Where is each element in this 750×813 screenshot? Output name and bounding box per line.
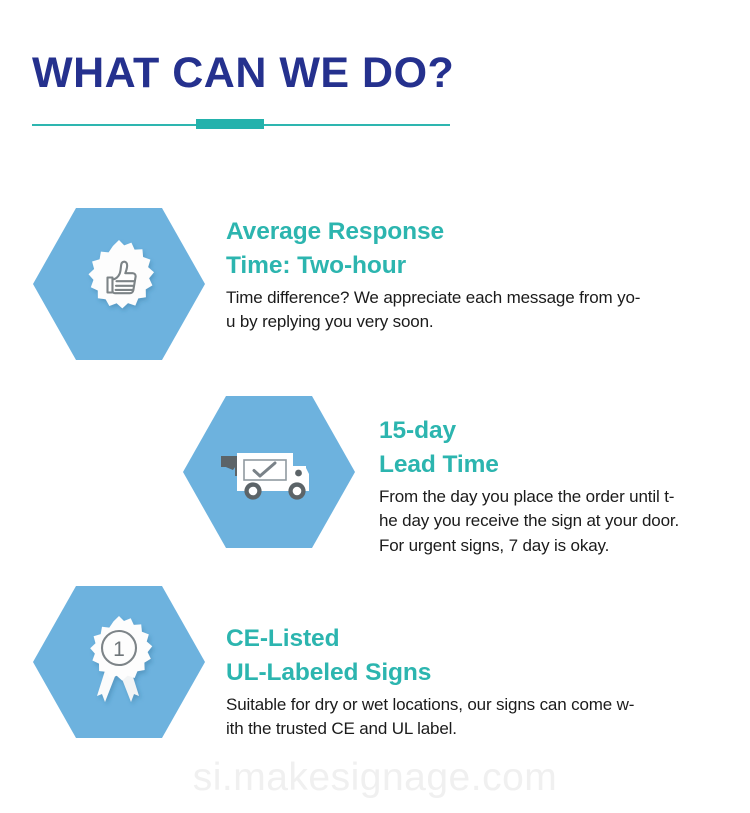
thumbs-up-badge-icon	[33, 208, 205, 360]
feature-body-1-line2: u by replying you very soon.	[226, 312, 434, 332]
feature-body-3-line2: ith the trusted CE and UL label.	[226, 719, 457, 739]
feature-heading-2: 15-day Lead Time	[379, 414, 749, 482]
feature-heading-2-line2: Lead Time	[379, 450, 499, 478]
title-divider	[32, 118, 450, 132]
feature-heading-3-line2: UL-Labeled Signs	[226, 658, 432, 686]
feature-text-2: 15-day Lead Time From the day you place …	[379, 414, 749, 558]
feature-text-1: Average Response Time: Two-hour Time dif…	[226, 215, 726, 335]
feature-body-2-line3: For urgent signs, 7 day is okay.	[379, 535, 610, 555]
feature-heading-1-line1: Average Response	[226, 218, 445, 245]
award-ribbon-icon: 1	[33, 586, 205, 738]
feature-body-2: From the day you place the order until t…	[379, 485, 749, 558]
feature-heading-1-line2: Time: Two-hour	[226, 251, 407, 279]
feature-body-1: Time difference? We appreciate each mess…	[226, 286, 726, 335]
hexagon-shape-2	[183, 396, 355, 548]
feature-body-3: Suitable for dry or wet locations, our s…	[226, 693, 736, 742]
feature-text-3: CE-Listed UL-Labeled Signs Suitable for …	[226, 622, 736, 742]
site-watermark: si.makesignage.com	[192, 756, 558, 799]
feature-body-2-line2: he day you receive the sign at your door…	[379, 511, 680, 531]
svg-text:1: 1	[113, 638, 125, 661]
feature-body-1-line1: Time difference? We appreciate each mess…	[226, 287, 641, 307]
feature-body-2-line1: From the day you place the order until t…	[379, 486, 675, 506]
divider-accent-bar	[196, 119, 264, 129]
delivery-truck-icon	[183, 396, 355, 548]
page-title: WHAT CAN WE DO?	[32, 49, 455, 97]
feature-heading-2-line1: 15-day	[379, 417, 457, 444]
hexagon-shape-3: 1	[33, 586, 205, 738]
feature-body-3-line1: Suitable for dry or wet locations, our s…	[226, 694, 635, 714]
feature-heading-3: CE-Listed UL-Labeled Signs	[226, 622, 736, 690]
feature-heading-1: Average Response Time: Two-hour	[226, 215, 726, 283]
feature-heading-3-line1: CE-Listed	[226, 625, 340, 652]
hexagon-shape-1	[33, 208, 205, 360]
